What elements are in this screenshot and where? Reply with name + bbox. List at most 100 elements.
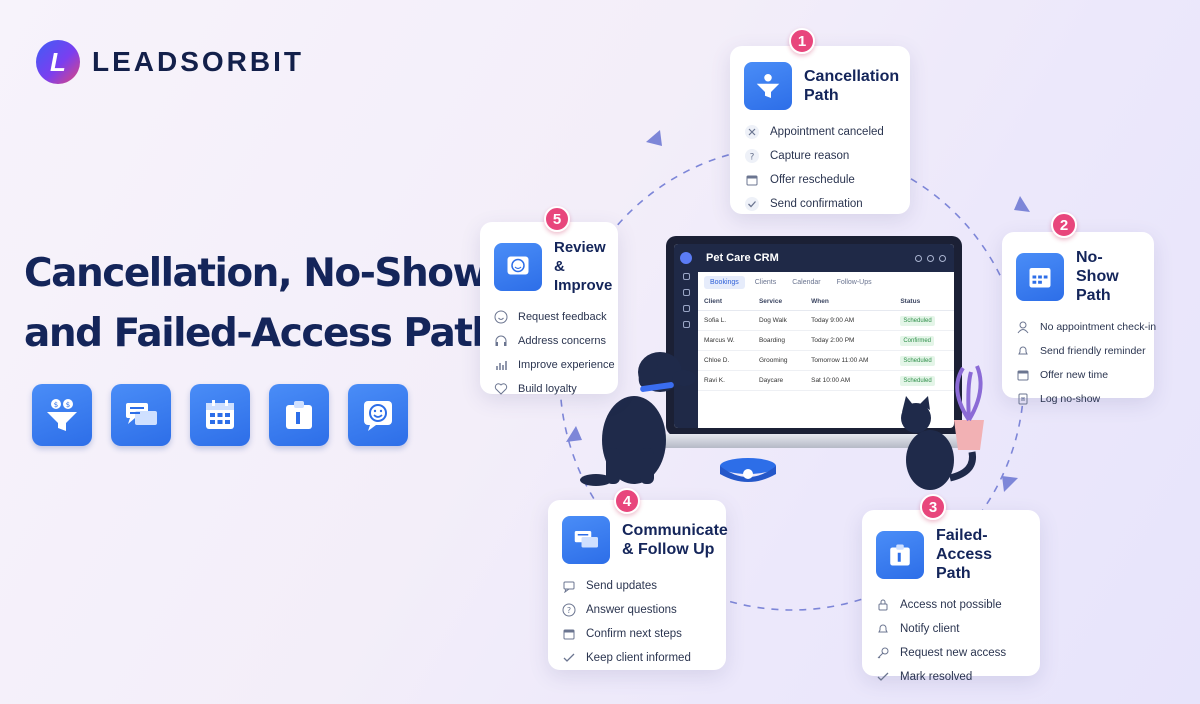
tab-clients[interactable]: Clients bbox=[754, 279, 777, 286]
step-badge-2: 2 bbox=[1051, 212, 1077, 238]
client-cell: Ravi K. bbox=[698, 370, 753, 391]
crm-logo-icon bbox=[680, 252, 692, 264]
crm-sidebar bbox=[674, 244, 698, 428]
calendar-icon bbox=[1017, 370, 1029, 381]
service-cell: Boarding bbox=[752, 330, 806, 351]
orbit-arrow-icon bbox=[1002, 476, 1018, 492]
orbit-arrow-icon bbox=[646, 130, 662, 146]
bell-icon bbox=[878, 624, 888, 633]
status-badge: Scheduled bbox=[900, 376, 935, 386]
list-item: Send updates bbox=[562, 574, 712, 598]
bookings-table: Client Service When Status Sofia L.Dog W… bbox=[698, 293, 954, 391]
profile-icon[interactable] bbox=[939, 254, 946, 262]
list-item: Send confirmation bbox=[744, 192, 896, 216]
calendar-icon bbox=[1016, 252, 1064, 301]
lock-icon bbox=[878, 599, 888, 611]
smiley-chat-icon bbox=[348, 384, 408, 446]
list-item: Build loyalty bbox=[494, 377, 604, 401]
column-header: When bbox=[805, 293, 895, 311]
step-badge-1: 1 bbox=[789, 28, 815, 54]
calendar-icon bbox=[190, 384, 250, 446]
question-icon: ? bbox=[745, 149, 759, 163]
smile-icon bbox=[494, 310, 508, 324]
card-title: Review& Improve bbox=[554, 239, 613, 294]
leadsorbit-logo-icon: L bbox=[36, 40, 80, 84]
title-line-1: Cancellation, No-Show, bbox=[24, 251, 499, 296]
list-item: Appointment canceled bbox=[744, 120, 896, 144]
client-cell: Marcus W. bbox=[698, 330, 753, 351]
orbit-arrow-icon bbox=[1014, 196, 1030, 212]
list-item: Log no-show bbox=[1016, 387, 1140, 411]
chart-icon bbox=[496, 361, 507, 370]
funnel-coins-icon bbox=[744, 62, 792, 110]
list-icon[interactable] bbox=[682, 305, 690, 312]
list-item: Improve experience bbox=[494, 353, 615, 377]
heart-icon bbox=[494, 383, 508, 395]
brand-name: LEADSORBIT bbox=[92, 46, 304, 77]
smiley-chat-icon bbox=[494, 242, 542, 291]
step-badge-5: 5 bbox=[544, 206, 570, 232]
list-item: No appointment check-in bbox=[1016, 315, 1156, 339]
client-cell: Sofia L. bbox=[698, 310, 753, 331]
home-icon[interactable] bbox=[682, 273, 690, 280]
question-icon: ? bbox=[562, 603, 576, 617]
headset-icon bbox=[495, 335, 507, 346]
calendar-icon bbox=[746, 175, 758, 186]
key-icon bbox=[877, 647, 889, 659]
tab-bookings[interactable]: Bookings bbox=[704, 276, 745, 289]
list-item: Request new access bbox=[876, 641, 1026, 665]
list-item: Access not possible bbox=[876, 593, 1026, 617]
x-icon bbox=[745, 125, 759, 139]
list-item: Address concerns bbox=[494, 329, 606, 353]
user-icon bbox=[1017, 321, 1029, 334]
check-icon bbox=[563, 653, 575, 662]
clipboard-icon bbox=[269, 384, 329, 446]
when-cell: Today 2:00 PM bbox=[805, 330, 895, 351]
status-badge: Scheduled bbox=[900, 356, 935, 366]
crm-screen: Pet Care CRM Bookings Clients Calendar F… bbox=[666, 236, 962, 436]
chat-bubbles-icon bbox=[562, 516, 610, 564]
crm-tabs: Bookings Clients Calendar Follow-Ups bbox=[698, 272, 954, 293]
list-item: Confirm next steps bbox=[562, 622, 712, 646]
crm-title: Pet Care CRM bbox=[706, 252, 779, 264]
when-cell: Sat 10:00 AM bbox=[805, 370, 895, 391]
message-icon bbox=[563, 581, 575, 593]
bag-icon[interactable] bbox=[682, 289, 690, 296]
card-review-improve[interactable]: Review& Improve Request feedback Address… bbox=[480, 222, 618, 395]
tab-calendar[interactable]: Calendar bbox=[792, 279, 821, 286]
laptop: Pet Care CRM Bookings Clients Calendar F… bbox=[646, 236, 982, 456]
window-icon[interactable] bbox=[915, 254, 922, 262]
orbit-arrow-icon bbox=[566, 426, 582, 442]
calendar-icon bbox=[563, 629, 575, 640]
check-icon bbox=[745, 197, 759, 211]
list-item: Offer new time bbox=[1016, 363, 1140, 387]
list-item: Send friendly reminder bbox=[1016, 339, 1146, 363]
column-header: Status bbox=[894, 293, 954, 311]
status-badge: Scheduled bbox=[900, 316, 935, 326]
calendar-icon[interactable] bbox=[682, 321, 690, 328]
icon-row: $$ bbox=[32, 384, 408, 446]
service-cell: Daycare bbox=[752, 370, 806, 391]
crm-topbar: Pet Care CRM bbox=[698, 244, 954, 272]
funnel-coins-icon: $$ bbox=[32, 384, 92, 446]
list-item: Notify client bbox=[876, 617, 1026, 641]
tab-follow-ups[interactable]: Follow-Ups bbox=[836, 279, 872, 286]
column-header: Client bbox=[698, 293, 753, 311]
brand: L LEADSORBIT bbox=[36, 40, 304, 84]
client-cell: Chloe D. bbox=[698, 350, 753, 371]
settings-icon[interactable] bbox=[927, 254, 934, 262]
list-item: ?Answer questions bbox=[562, 598, 712, 622]
card-title: Communicate& Follow Up bbox=[622, 522, 728, 558]
card-communicate-follow-up[interactable]: Communicate& Follow Up Send updates ?Ans… bbox=[548, 500, 728, 670]
clipboard-icon bbox=[876, 530, 924, 579]
check-icon bbox=[877, 672, 889, 681]
